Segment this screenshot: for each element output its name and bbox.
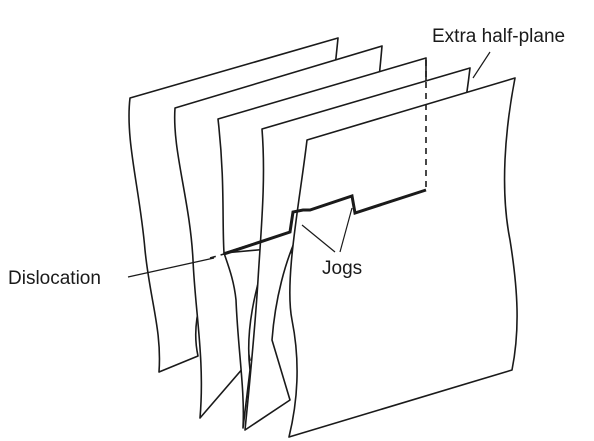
lattice-plane-3-lower [223,248,269,429]
dislocation-leader [127,257,215,278]
lattice-plane-5 [288,77,518,438]
jog-leader-1 [301,224,336,253]
extra-half-plane-leader [472,51,491,79]
dislocation-label: Dislocation [8,268,101,289]
dislocation-hidden-segment [209,253,225,259]
jog-leader-2 [339,207,353,253]
dislocation-line [223,188,427,256]
extra-half-plane-label: Extra half-plane [432,26,565,47]
jogs-label: Jogs [322,258,362,279]
